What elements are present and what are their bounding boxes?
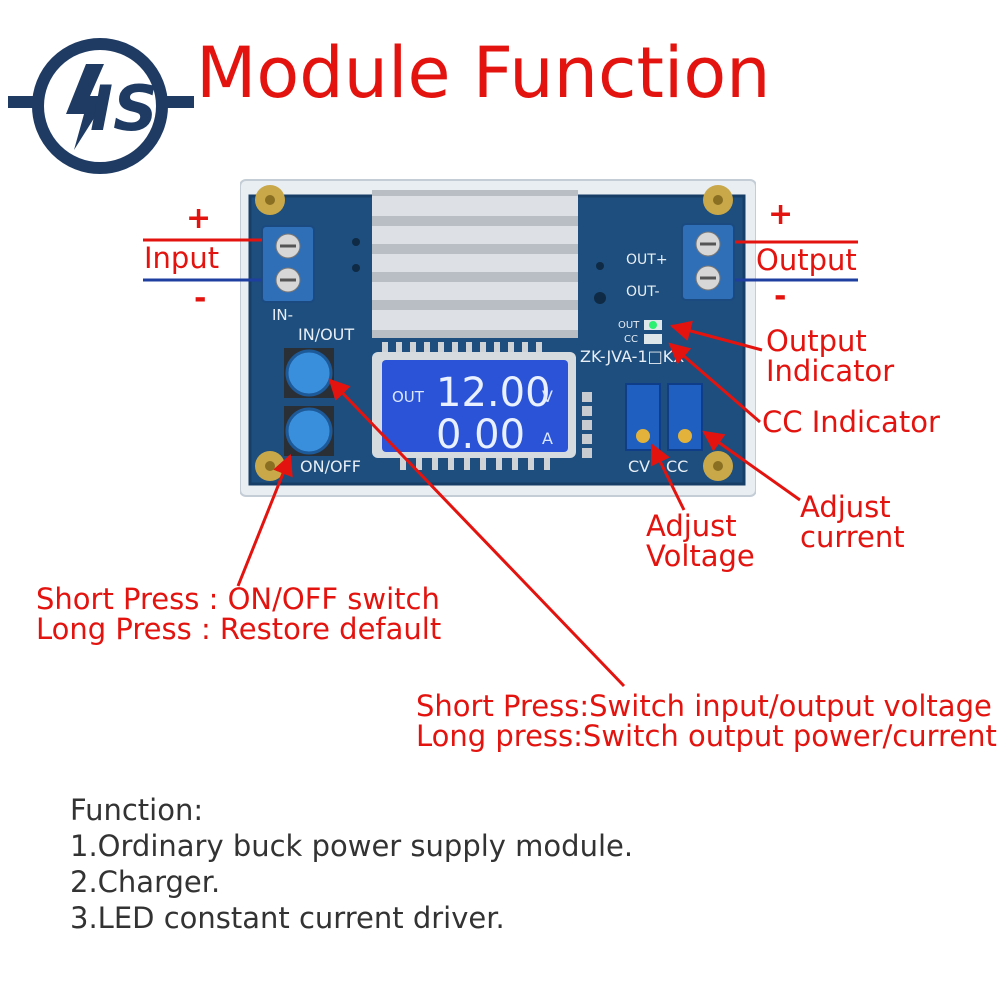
function-item: 3.LED constant current driver. <box>70 901 505 935</box>
function-item: 2.Charger. <box>70 865 221 899</box>
cc-led-icon <box>644 334 662 344</box>
output-terminal <box>681 223 735 301</box>
function-heading: Function: <box>70 793 204 827</box>
lcd-current-unit: A <box>542 429 553 448</box>
output-plus: + <box>768 197 794 232</box>
silk-in-out: IN/OUT <box>298 325 354 344</box>
function-list: Function: 1.Ordinary buck power supply m… <box>70 792 633 936</box>
silk-led-cc: CC <box>624 334 638 345</box>
lcd-current: 0.00 <box>436 412 525 458</box>
silk-out-minus: OUT- <box>626 284 660 300</box>
heatsink <box>372 190 578 338</box>
lcd-display: OUT 12.00 V 0.00 A <box>372 352 576 458</box>
output-label: Output <box>756 243 857 277</box>
on-off-button[interactable] <box>284 406 334 456</box>
silk-out-plus: OUT+ <box>626 252 668 268</box>
output-minus: - <box>774 279 787 314</box>
in-out-button[interactable] <box>284 348 334 398</box>
page-title: Module Function <box>196 32 771 114</box>
voltage-potentiometer[interactable] <box>625 383 661 451</box>
module-board: IN- IN/OUT ON/OFF OUT+ OUT- OUT CC ZK-JV… <box>240 179 756 497</box>
logo-text: IS <box>90 72 158 145</box>
lcd-voltage: 12.00 <box>436 370 551 416</box>
brand-logo: IS <box>8 38 194 174</box>
function-item: 1.Ordinary buck power supply module. <box>70 829 634 863</box>
silk-cc: CC <box>666 457 688 476</box>
silk-model: ZK-JVA-1□KX <box>580 347 684 366</box>
silk-led-out: OUT <box>618 320 640 331</box>
current-potentiometer[interactable] <box>667 383 703 451</box>
cc-indicator-label: CC Indicator <box>762 405 940 439</box>
silk-on-off: ON/OFF <box>300 457 361 476</box>
input-terminal <box>261 225 315 303</box>
input-plus: + <box>186 201 212 236</box>
input-label: Input <box>144 241 220 275</box>
silk-in-minus: IN- <box>272 306 293 324</box>
lcd-mode-label: OUT <box>392 388 425 406</box>
lcd-voltage-unit: V <box>542 387 553 406</box>
silk-cv: CV <box>628 457 650 476</box>
input-minus: - <box>194 281 207 316</box>
